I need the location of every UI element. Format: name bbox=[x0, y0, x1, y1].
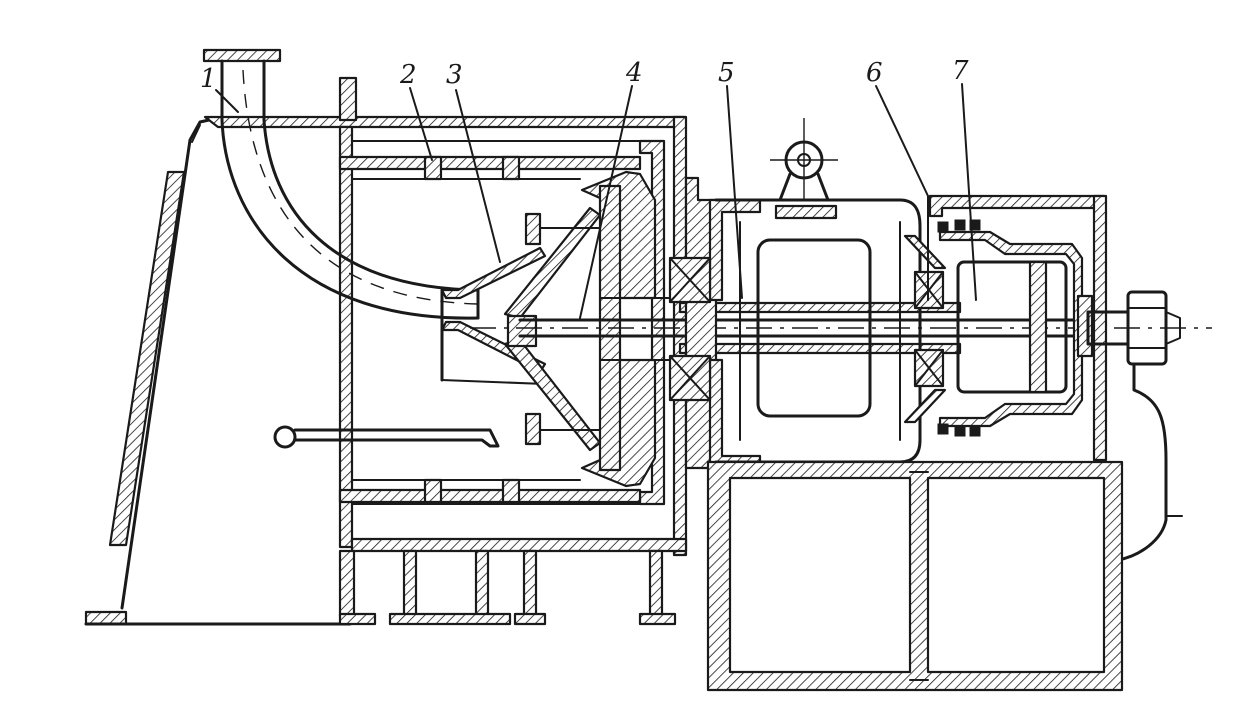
coupling-housing bbox=[927, 194, 1108, 462]
label-2: 2 bbox=[400, 60, 417, 90]
feed-pipe bbox=[202, 48, 480, 320]
shaft-end-nut bbox=[1086, 290, 1183, 562]
base-box-frame bbox=[706, 460, 1124, 692]
label-1: 1 bbox=[200, 64, 217, 94]
bearing-housing bbox=[668, 118, 922, 470]
label-4: 4 bbox=[626, 58, 643, 88]
casing-top-cover bbox=[203, 76, 688, 557]
seal-assembly bbox=[903, 234, 947, 424]
label-7: 7 bbox=[952, 56, 969, 86]
left-support-frame bbox=[84, 116, 352, 626]
label-5: 5 bbox=[718, 58, 735, 88]
leader-lines bbox=[215, 83, 977, 319]
label-6: 6 bbox=[866, 58, 883, 88]
base-legs bbox=[338, 549, 677, 626]
scraper-rod bbox=[273, 425, 500, 449]
chamber-walls bbox=[338, 125, 688, 553]
label-3: 3 bbox=[446, 60, 463, 90]
